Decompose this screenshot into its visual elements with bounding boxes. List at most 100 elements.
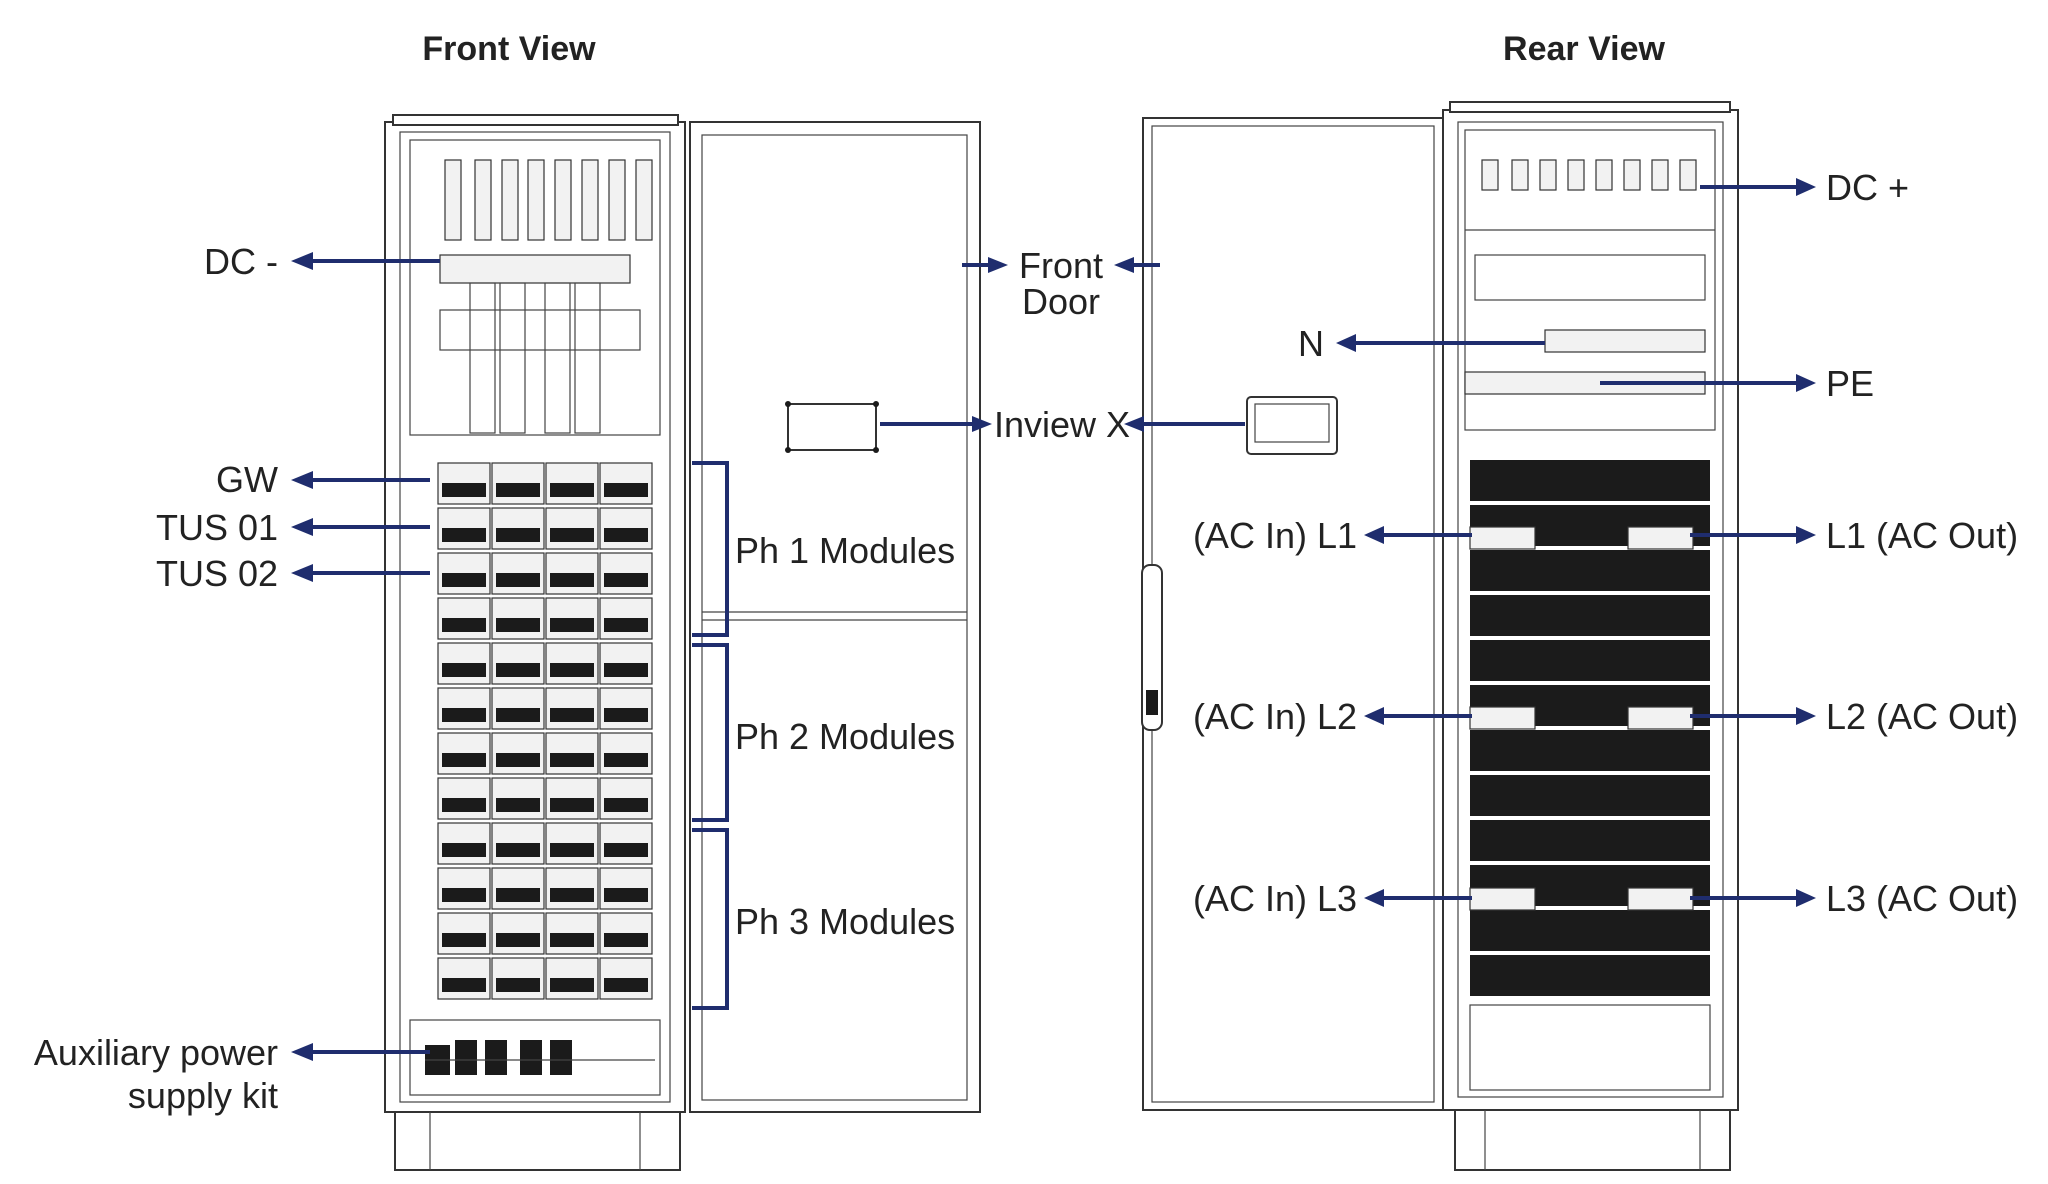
front-view-title: Front View: [422, 30, 596, 68]
label-front-door-line2: Door: [1022, 281, 1100, 322]
module-vent: [604, 663, 648, 677]
label-inview-x: Inview X: [994, 404, 1130, 445]
module-vent: [496, 978, 540, 992]
rear-door: [1141, 117, 1444, 1111]
label-tus01: TUS 01: [156, 507, 278, 548]
label-front-door-line1: Front: [1019, 245, 1103, 286]
module-vent: [550, 798, 594, 812]
module-vent: [604, 798, 648, 812]
module-vent: [604, 753, 648, 767]
module-vent: [442, 843, 486, 857]
door-handle: [1141, 564, 1163, 731]
module-vent: [442, 933, 486, 947]
module-vent: [604, 843, 648, 857]
front-power-modules: [437, 462, 653, 1000]
ac-out-l1-plate: [1627, 526, 1694, 550]
label-aux-line2: supply kit: [128, 1075, 278, 1116]
module-vent: [604, 708, 648, 722]
module-vent: [604, 888, 648, 902]
label-aux-line1: Auxiliary power: [34, 1032, 278, 1073]
ac-in-l2-plate: [1469, 706, 1536, 730]
rear-module-row: [1470, 910, 1710, 951]
front-cabinet: [384, 114, 686, 1171]
ac-out-l3-plate: [1627, 887, 1694, 911]
rear-module-row: [1470, 730, 1710, 771]
module-vent: [550, 978, 594, 992]
module-vent: [496, 933, 540, 947]
module-vent: [442, 663, 486, 677]
module-vent: [442, 573, 486, 587]
module-vent: [496, 708, 540, 722]
module-vent: [604, 978, 648, 992]
module-vent: [496, 798, 540, 812]
rear-dc-busbar: [1464, 129, 1716, 431]
module-vent: [442, 708, 486, 722]
inview-display: [1246, 396, 1338, 455]
module-vent: [442, 483, 486, 497]
module-vent: [550, 933, 594, 947]
label-ph3-modules: Ph 3 Modules: [735, 901, 955, 942]
module-vent: [496, 753, 540, 767]
rear-module-row: [1470, 820, 1710, 861]
module-vent: [550, 663, 594, 677]
module-vent: [442, 528, 486, 542]
module-vent: [496, 843, 540, 857]
module-vent: [604, 483, 648, 497]
aux-power-kit: [409, 1019, 661, 1096]
ac-out-l2-plate: [1627, 706, 1694, 730]
label-l3-out: L3 (AC Out): [1826, 878, 2018, 919]
label-ac-in-l1: (AC In) L1: [1193, 515, 1357, 556]
door-display-panel: [787, 403, 877, 451]
ac-in-l3-plate: [1469, 887, 1536, 911]
module-vent: [604, 528, 648, 542]
module-vent: [442, 753, 486, 767]
module-vent: [496, 663, 540, 677]
front-cabinet-inner: [399, 131, 671, 1103]
label-ac-in-l2: (AC In) L2: [1193, 696, 1357, 737]
module-vent: [550, 483, 594, 497]
label-pe: PE: [1826, 363, 1874, 404]
ac-in-l1-plate: [1469, 526, 1536, 550]
module-vent: [604, 618, 648, 632]
label-tus02: TUS 02: [156, 553, 278, 594]
front-callouts: DC - GW TUS 01 TUS 02 Auxiliary power su…: [34, 241, 1245, 1116]
module-vent: [550, 708, 594, 722]
module-vent: [496, 483, 540, 497]
module-vent: [442, 798, 486, 812]
label-dc-plus: DC +: [1826, 167, 1909, 208]
rear-bottom-panel: [1469, 1004, 1711, 1091]
module-vent: [442, 888, 486, 902]
module-vent: [550, 573, 594, 587]
front-door: [689, 121, 981, 1113]
label-l1-out: L1 (AC Out): [1826, 515, 2018, 556]
module-vent: [604, 573, 648, 587]
rear-power-modules: [1469, 460, 1711, 1091]
module-vent: [550, 618, 594, 632]
rear-module-row: [1470, 640, 1710, 681]
phase-brackets: [692, 461, 729, 1010]
label-l2-out: L2 (AC Out): [1826, 696, 2018, 737]
label-gw: GW: [216, 459, 278, 500]
front-cabinet-plinth: [394, 1111, 681, 1171]
rear-module-row: [1470, 775, 1710, 816]
label-dc-minus: DC -: [204, 241, 278, 282]
rear-cabinet: [1442, 101, 1739, 1171]
label-ac-in-l3: (AC In) L3: [1193, 878, 1357, 919]
module-vent: [550, 528, 594, 542]
module-vent: [550, 753, 594, 767]
rear-module-row: [1470, 955, 1710, 996]
rear-view-title: Rear View: [1503, 30, 1665, 68]
front-cabinet-top: [392, 114, 679, 126]
rear-callouts: DC + N PE (AC In) L1 (AC In) L2 (AC In) …: [1193, 167, 2018, 919]
module-vent: [496, 528, 540, 542]
module-vent: [550, 843, 594, 857]
label-ph1-modules: Ph 1 Modules: [735, 530, 955, 571]
module-vent: [442, 618, 486, 632]
module-vent: [496, 573, 540, 587]
front-dc-busbar: [409, 139, 661, 436]
module-vent: [604, 933, 648, 947]
rear-module-row: [1470, 595, 1710, 636]
label-ph2-modules: Ph 2 Modules: [735, 716, 955, 757]
module-vent: [442, 978, 486, 992]
